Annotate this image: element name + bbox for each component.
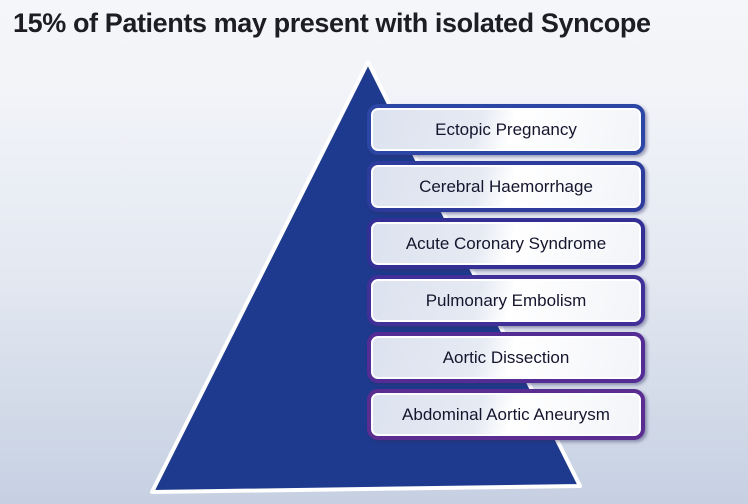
diagnosis-label: Ectopic Pregnancy bbox=[435, 119, 577, 139]
diagnosis-box: Cerebral Haemorrhage bbox=[367, 161, 645, 212]
diagnosis-box: Pulmonary Embolism bbox=[367, 275, 645, 326]
diagnosis-box: Aortic Dissection bbox=[367, 332, 645, 383]
diagnosis-label: Pulmonary Embolism bbox=[425, 290, 587, 310]
pyramid-triangle bbox=[150, 60, 582, 494]
diagnosis-box: Ectopic Pregnancy bbox=[367, 104, 645, 155]
diagnosis-label: Cerebral Haemorrhage bbox=[419, 176, 593, 196]
diagnosis-label: Aortic Dissection bbox=[442, 347, 570, 367]
diagnosis-box: Acute Coronary Syndrome bbox=[367, 218, 645, 269]
diagnosis-label: Acute Coronary Syndrome bbox=[405, 233, 607, 253]
slide-title: 15% of Patients may present with isolate… bbox=[13, 8, 651, 38]
diagnosis-box: Abdominal Aortic Aneurysm bbox=[367, 389, 645, 440]
diagnosis-label: Abdominal Aortic Aneurysm bbox=[402, 404, 610, 424]
